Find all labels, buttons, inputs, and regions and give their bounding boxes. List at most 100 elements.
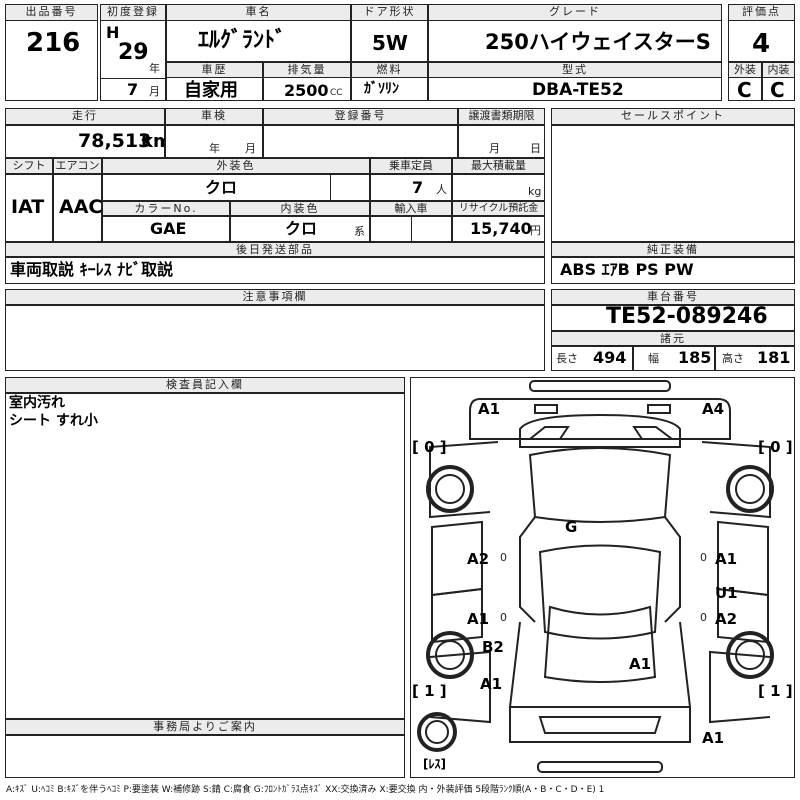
car-name-label: 車名: [166, 4, 351, 21]
recycle: 15,740: [470, 219, 532, 238]
inspection-month-unit: 月: [245, 142, 256, 155]
model-label: 型式: [428, 62, 722, 78]
interior-label: 内装: [762, 62, 795, 78]
mileage: 78,513: [78, 130, 152, 152]
mark-left-rear-door: A1: [467, 610, 490, 628]
mark-left-rear-lower: A1: [480, 675, 503, 693]
history: 自家用: [184, 80, 238, 101]
fuel: ｶﾞｿﾘﾝ: [364, 81, 399, 97]
interior-grade: C: [770, 78, 785, 102]
month-unit: 月: [149, 85, 160, 98]
legend: A:ｷｽﾞ U:ﾍｺﾐ B:ｷｽﾞを伴うﾍｺﾐ P:要塗装 W:補修跡 S:錆 …: [6, 785, 605, 795]
reg-number-label: 登録番号: [263, 108, 458, 125]
displacement: 2500: [284, 81, 329, 100]
score-label: 評価点: [728, 4, 795, 21]
capacity: 7: [412, 178, 424, 197]
transfer-label: 譲渡書類期限: [458, 108, 545, 125]
office-label: 事務局よりご案内: [5, 719, 405, 735]
import-label: 輸入車: [370, 201, 452, 216]
parts-label: 後日発送部品: [5, 242, 545, 257]
history-label: 車歴: [166, 62, 263, 78]
mark-left-front-door: A2: [467, 550, 490, 568]
height-label: 高さ: [722, 352, 744, 365]
capacity-box: [370, 174, 452, 201]
intcolor-label: 内装色: [230, 201, 370, 216]
inspector-label: 検査員記入欄: [5, 377, 405, 393]
mark-front-right: A4: [702, 400, 725, 418]
fuel-label: 燃料: [351, 62, 428, 78]
car-name: ｴﾙｸﾞﾗﾝﾄﾞ: [198, 28, 287, 53]
reg-number-box: [263, 125, 458, 158]
mileage-unit: km: [141, 131, 172, 152]
color-box: [102, 174, 370, 201]
capacity-unit: 人: [436, 183, 447, 196]
intcolor-unit: 系: [354, 225, 365, 238]
inspection-label: 車検: [165, 108, 263, 125]
inspector-box: [5, 393, 405, 719]
color: クロ: [205, 178, 238, 197]
mark-roof: G: [565, 518, 578, 536]
mark-right-front-door: A1: [715, 550, 738, 568]
color-side-box: [330, 174, 370, 201]
door-type: 5W: [372, 31, 408, 55]
door-label: ドア形状: [351, 4, 428, 21]
mark-right-front-door-zero: 0: [700, 551, 707, 564]
displacement-label: 排気量: [263, 62, 351, 78]
equip-box: [551, 257, 795, 284]
mark-rear-bumper: A1: [702, 729, 725, 747]
length: 494: [593, 348, 627, 367]
load-box: [452, 174, 545, 201]
chassis-box: [551, 305, 795, 331]
tire-rear-left: [ 1 ]: [412, 682, 447, 700]
era: H: [106, 23, 120, 42]
inspector-line-2: シート すれ小: [9, 413, 98, 429]
exterior-grade: C: [737, 78, 752, 102]
office-box: [5, 735, 405, 778]
intcolor: クロ: [285, 219, 318, 238]
height: 181: [757, 348, 791, 367]
shift: IAT: [11, 196, 45, 218]
mark-front-left: A1: [478, 400, 501, 418]
width-label: 幅: [648, 352, 659, 365]
mark-left-rear-panel: B2: [482, 638, 504, 656]
height-box: [715, 346, 795, 371]
sales-label: セールスポイント: [551, 108, 795, 125]
reg-month: 7: [127, 80, 139, 99]
transfer-box: [458, 125, 545, 158]
mark-right-rear-door: A2: [715, 610, 738, 628]
equip-label: 純正装備: [551, 242, 795, 257]
import-side-box: [411, 216, 452, 242]
colorno-label: カラーNo.: [102, 201, 230, 216]
inspector-line-1: 室内汚れ: [9, 395, 65, 411]
spare-tire: [ﾚｽ]: [423, 757, 446, 771]
tire-front-right: [ 0 ]: [758, 438, 793, 456]
reg-year: 29: [118, 40, 149, 65]
equipment: ABS ｴｱB PS PW: [560, 260, 694, 279]
lot-label: 出品番号: [5, 4, 98, 21]
parts-box: [5, 257, 545, 284]
ac: AAC: [59, 196, 103, 218]
reg-month-box: [100, 78, 166, 101]
first-reg-label: 初度登録: [100, 4, 166, 21]
mark-left-rear-door-zero: 0: [500, 611, 507, 624]
recycle-label: リサイクル預託金: [452, 201, 545, 216]
length-label: 長さ: [556, 352, 578, 365]
grade-label: グレード: [428, 4, 722, 21]
chassis-label: 車台番号: [551, 289, 795, 305]
year-unit: 年: [149, 62, 160, 75]
width-box: [633, 346, 715, 371]
load-unit: kg: [528, 185, 542, 198]
intcolor-box: [230, 216, 370, 242]
tire-front-left: [ 0 ]: [412, 438, 447, 456]
inspection-year-unit: 年: [209, 142, 220, 155]
lot-number: 216: [26, 28, 81, 58]
notes-label: 注意事項欄: [5, 289, 545, 305]
colorno: GAE: [150, 219, 187, 238]
tire-rear-right: [ 1 ]: [758, 682, 793, 700]
colorno-box: [102, 216, 230, 242]
mark-right-upper: U1: [715, 584, 738, 602]
chassis-number: TE52-089246: [606, 304, 768, 329]
parts: 車両取説 ｷｰﾚｽ ﾅﾋﾞ取説: [10, 260, 174, 279]
inspection-box: [165, 125, 263, 158]
grade: 250ハイウェイスターS: [485, 30, 711, 54]
